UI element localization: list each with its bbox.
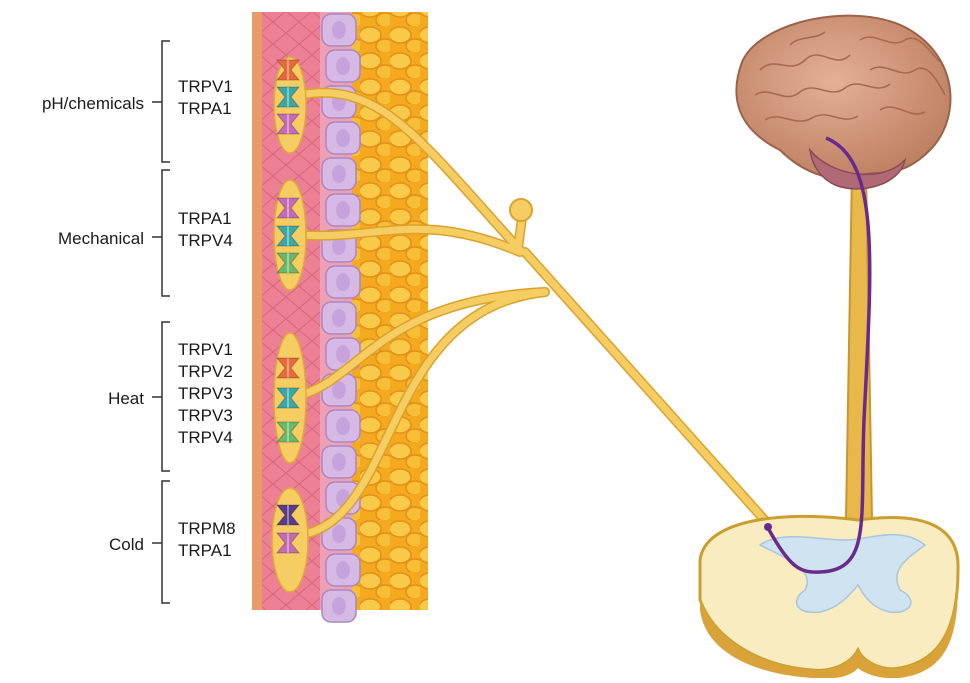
receptor-label: TRPV1 [178, 76, 233, 98]
bracket [152, 481, 170, 603]
receptor-list-heat: TRPV1 TRPV2 TRPV3 TRPV3 TRPV4 [178, 339, 233, 449]
receptor-label: TRPV4 [178, 427, 233, 449]
category-label-heat: Heat [0, 389, 144, 409]
stratum-corneum [252, 12, 262, 610]
receptor-list-mechanical: TRPA1 TRPV4 [178, 208, 233, 252]
cell-nucleus [336, 273, 350, 291]
bracket [152, 170, 170, 296]
cell-nucleus [332, 309, 346, 327]
bracket [152, 41, 170, 162]
receptor-label: TRPV1 [178, 339, 233, 361]
bracket [152, 322, 170, 471]
receptor-label: TRPA1 [178, 208, 233, 230]
category-label-mechanical: Mechanical [0, 229, 144, 249]
epidermal-cells [322, 14, 360, 622]
receptor-label: TRPA1 [178, 540, 236, 562]
synapse-dot [764, 523, 772, 531]
cell-nucleus [336, 201, 350, 219]
cell-nucleus [332, 21, 346, 39]
cell-nucleus [332, 165, 346, 183]
receptor-list-ph-chemicals: TRPV1 TRPA1 [178, 76, 233, 120]
category-label-ph-chemicals: pH/chemicals [0, 94, 144, 114]
receptor-label: TRPM8 [178, 518, 236, 540]
cell-nucleus [336, 561, 350, 579]
cns [700, 16, 958, 678]
cell-nucleus [336, 57, 350, 75]
receptor-label: TRPV3 [178, 405, 233, 427]
category-label-cold: Cold [0, 535, 144, 555]
receptor-list-cold: TRPM8 TRPA1 [178, 518, 236, 562]
group-brackets [152, 41, 170, 603]
cell-nucleus [332, 525, 346, 543]
receptor-label: TRPA1 [178, 98, 233, 120]
receptor-label: TRPV2 [178, 361, 233, 383]
cell-nucleus [336, 345, 350, 363]
cell-nucleus [336, 129, 350, 147]
dorsal-root-ganglion-soma [510, 199, 532, 221]
cell-nucleus [332, 597, 346, 615]
cell-nucleus [332, 453, 346, 471]
cell-nucleus [336, 417, 350, 435]
receptor-label: TRPV3 [178, 383, 233, 405]
receptor-label: TRPV4 [178, 230, 233, 252]
